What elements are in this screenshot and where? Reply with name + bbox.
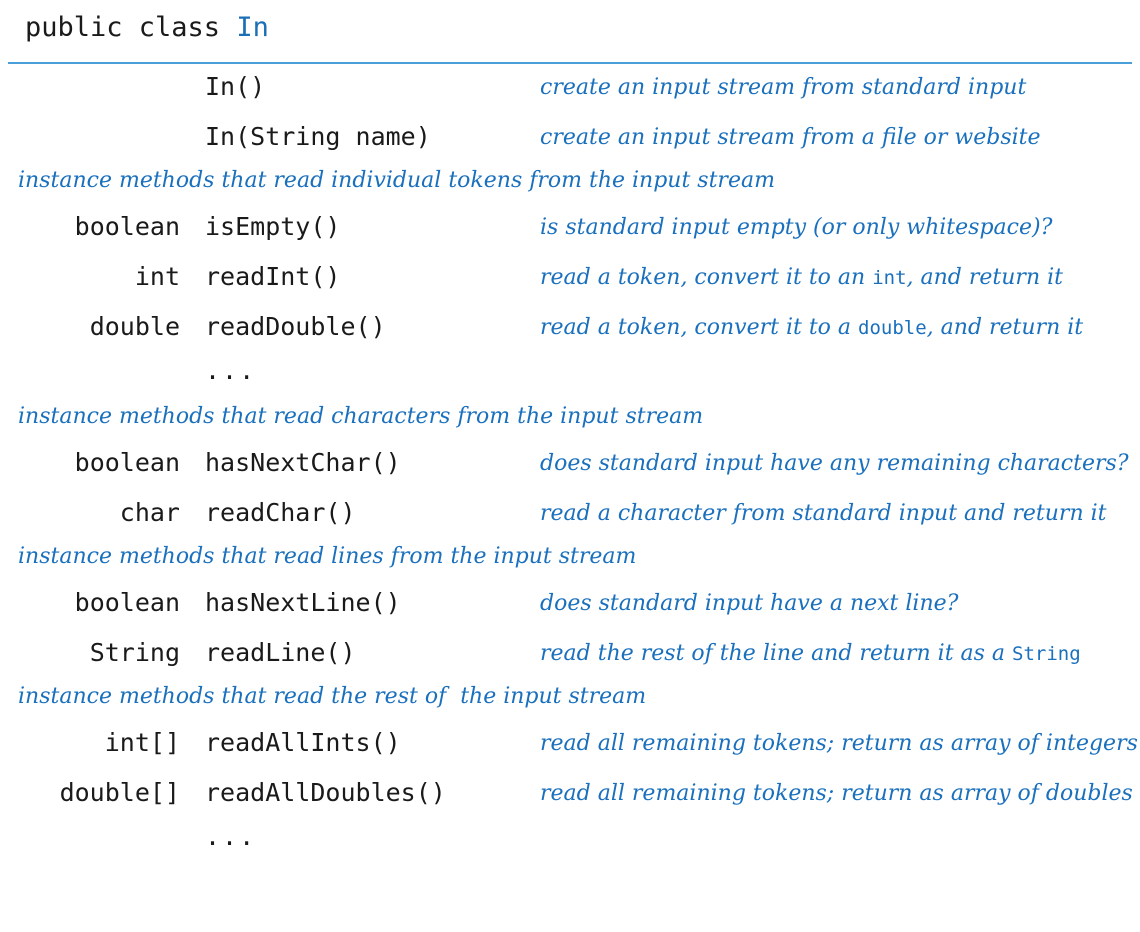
description-text: read all remaining tokens; return as arr… [540,781,1133,806]
api-section-heading: instance methods that read the rest of t… [0,680,1140,720]
description-text: read a token, convert it to a [540,315,859,340]
method-return-type: int [134,262,180,291]
method-signature: hasNextLine() [205,588,401,617]
api-method-row: boolean isEmpty() is standard input empty … [0,204,1140,254]
method-signature: hasNextChar() [205,448,401,477]
api-section-heading: instance methods that read characters fr… [0,400,1140,440]
description-text: does standard input have a next line? [540,591,959,616]
ellipsis-glyph: ... [205,822,257,851]
method-description: read the rest of the line and return it … [540,641,1081,666]
api-header: public class In [0,0,1140,64]
description-text: , and return it [926,315,1084,340]
description-code-token: int [872,267,907,289]
method-signature: readAllInts() [205,728,401,757]
method-description: read a token, convert it to a double, an… [540,315,1083,340]
method-description: read all remaining tokens; return as arr… [540,731,1138,756]
class-keyword: public class [25,12,237,43]
api-ellipsis-row: ... [0,354,1140,400]
description-text: does standard input have any remaining c… [540,451,1129,476]
method-signature: readInt() [205,262,341,291]
api-method-row: String readLine() read the rest of the lin… [0,630,1140,680]
api-section-heading: instance methods that read individual to… [0,164,1140,204]
section-label: instance methods that read lines from th… [18,544,637,569]
method-signature: readDouble() [205,312,386,341]
method-signature: isEmpty() [205,212,341,241]
method-return-type: int[] [104,728,180,757]
api-method-row: In(String name) create an input stream fr… [0,114,1140,164]
section-label: instance methods that read characters fr… [18,404,704,429]
description-code-token: double [858,317,927,339]
method-description: read all remaining tokens; return as arr… [540,781,1133,806]
api-table: In() create an input stream from standard… [0,64,1140,866]
description-text: create an input stream from standard inp… [540,75,1027,100]
method-return-type: char [119,498,180,527]
class-name: In [236,12,269,43]
api-method-row: boolean hasNextChar() does standard input … [0,440,1140,490]
method-return-type: boolean [74,448,180,477]
description-text: read a character from standard input and… [540,501,1107,526]
description-text: read the rest of the line and return it … [540,641,1013,666]
description-code-token: String [1012,643,1081,665]
method-return-type: double [89,312,180,341]
method-description: read a token, convert it to an int, and … [540,265,1063,290]
header-divider [8,62,1132,64]
method-signature: readLine() [205,638,356,667]
method-description: is standard input empty (or only whitesp… [540,215,1052,240]
description-text: read a token, convert it to an [540,265,873,290]
method-return-type: boolean [74,588,180,617]
description-text: read all remaining tokens; return as arr… [540,731,1138,756]
method-description: read a character from standard input and… [540,501,1107,526]
method-return-type: boolean [74,212,180,241]
method-signature: In() [205,72,266,101]
method-signature: In(String name) [205,122,431,151]
method-signature: readAllDoubles() [205,778,446,807]
api-ellipsis-row: ... [0,820,1140,866]
ellipsis-glyph: ... [205,356,257,385]
api-method-row: double readDouble() read a token, convert … [0,304,1140,354]
method-return-type: String [89,638,180,667]
method-description: create an input stream from standard inp… [540,75,1026,100]
description-text: , and return it [906,265,1063,290]
api-section-heading: instance methods that read lines from th… [0,540,1140,580]
method-description: create an input stream from a file or we… [540,125,1041,150]
api-method-row: In() create an input stream from standard… [0,64,1140,114]
api-method-row: boolean hasNextLine() does standard input … [0,580,1140,630]
section-label: instance methods that read individual to… [18,168,775,193]
api-method-row: int[] readAllInts() read all remaining tok… [0,720,1140,770]
api-method-row: double[] readAllDoubles() read all remaini… [0,770,1140,820]
method-return-type: double[] [59,778,180,807]
section-label: instance methods that read the rest of t… [18,684,647,709]
method-signature: readChar() [205,498,356,527]
method-description: does standard input have any remaining c… [540,451,1129,476]
description-text: create an input stream from a file or we… [540,125,1041,150]
api-method-row: int readInt() read a token, convert it to … [0,254,1140,304]
method-description: does standard input have a next line? [540,591,958,616]
description-text: is standard input empty (or only whitesp… [540,215,1053,240]
page-title: public class In [25,12,269,43]
api-method-row: char readChar() read a character from stan… [0,490,1140,540]
